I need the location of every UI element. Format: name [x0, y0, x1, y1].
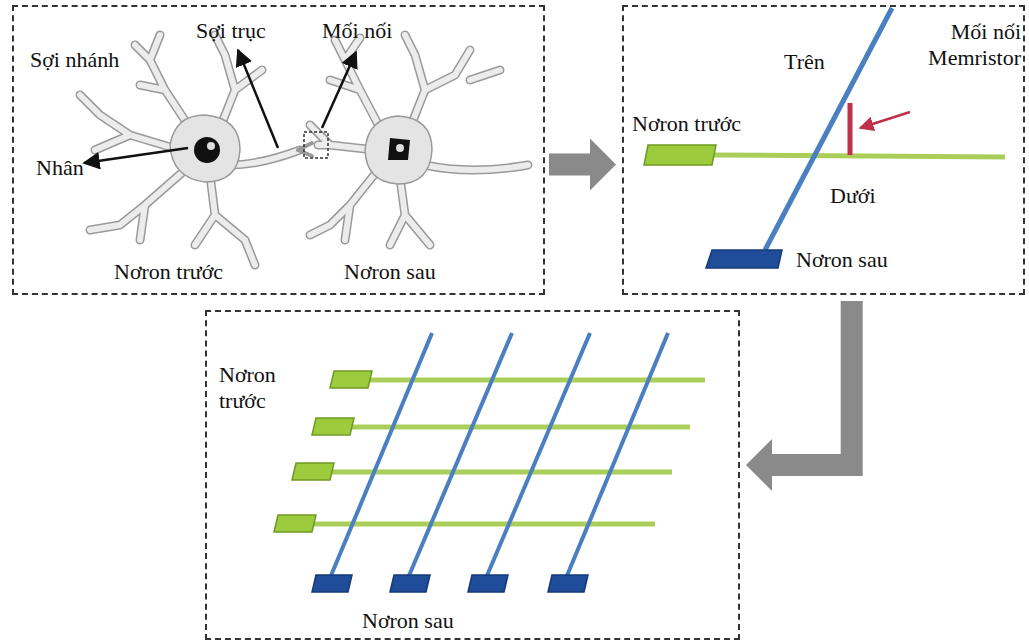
- block-arrow: [590, 139, 616, 191]
- leader-arrows: [84, 50, 356, 163]
- neuron-after: [310, 35, 528, 245]
- panel-label: Nơron sau: [796, 247, 888, 273]
- panel-label: Mối nối Memristor: [873, 19, 1021, 71]
- block-arrow: [746, 439, 772, 491]
- panel-label: Nơron trước: [219, 362, 314, 414]
- panel-label: Nhân: [36, 155, 84, 181]
- crossbar-array: [274, 333, 705, 592]
- panel-label: Sợi nhánh: [30, 47, 119, 73]
- panel-label: Dưới: [830, 183, 876, 209]
- dashed-panel: Trên Mối nối MemristorNơron trướcDướiNơro…: [622, 5, 1025, 295]
- block-arrow: [770, 301, 852, 465]
- panel-label: Nơron sau: [344, 259, 436, 285]
- panel-label: Nơron trước: [114, 259, 223, 285]
- block-arrow: [549, 154, 592, 176]
- panel-label: Mối nối: [322, 18, 392, 44]
- panel-label: Nơron sau: [362, 608, 454, 634]
- panel-label: Trên: [784, 49, 825, 75]
- dashed-panel: Sợi nhánh Sợi trục Mối nốiNhânNơron trước N…: [12, 5, 545, 295]
- panel-label: Sợi trục: [196, 18, 266, 44]
- dashed-panel: Nơron trướcNơron sau: [205, 310, 740, 640]
- panel-label: Nơron trước: [632, 111, 741, 137]
- synapse-box: [304, 132, 328, 158]
